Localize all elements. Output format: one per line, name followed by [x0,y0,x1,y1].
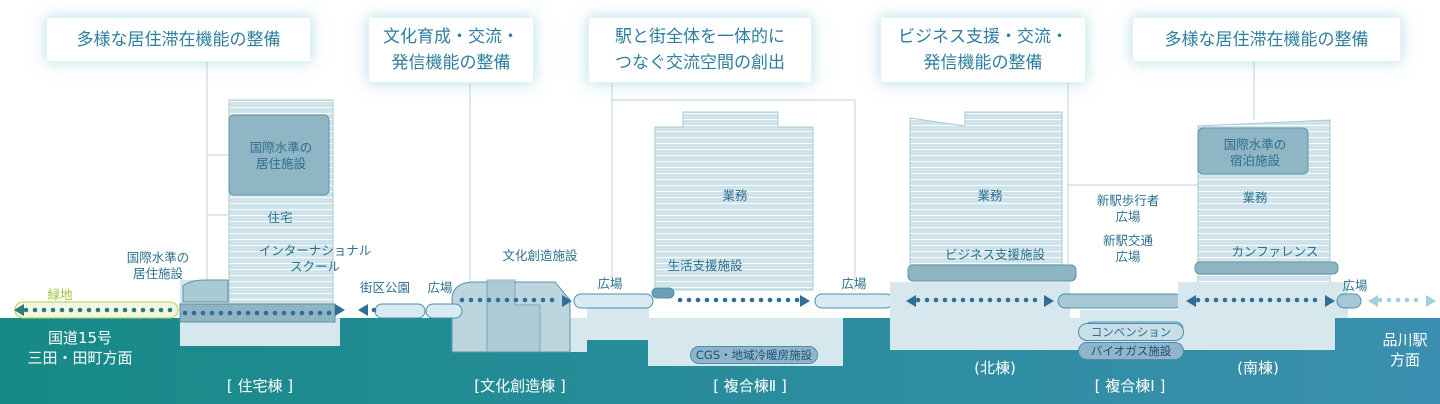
label-residential-building: [ 住宅棟 ] [226,377,294,395]
callout-culture: 文化育成・交流・ 発信機能の整備 [368,17,534,83]
label-culture-facility: 文化創造施設 [502,248,578,263]
callout-exchange-space: 駅と街全体を一体的に つなぐ交流空間の創出 [588,17,812,83]
label-plaza-3: 広場 [841,276,867,291]
label-conference: カンファレンス [1231,244,1319,259]
label-life-support: 生活支援施設 [667,258,743,273]
label-route-right: 品川駅 方面 [1382,331,1428,369]
label-complex-2: [ 複合棟Ⅱ ] [713,377,787,395]
callout-business: ビジネス支援・交流・ 発信機能の整備 [880,17,1086,83]
label-north-wing: (北棟) [974,359,1016,377]
pedestrian-network [23,297,1419,316]
label-traffic-plaza: 新駅交通 広場 [1102,233,1153,264]
label-residence-intl: 国際水準の 居住施設 [249,140,313,171]
label-convention: コンベンション [1078,323,1184,341]
label-residence-low: 国際水準の 居住施設 [126,250,190,281]
label-plaza-1: 広場 [427,280,453,295]
callout-stay: 多様な居住滞在機能の整備 [1132,17,1401,62]
callout-residential: 多様な居住滞在機能の整備 [46,17,311,62]
label-plaza-4: 広場 [1342,278,1368,293]
label-hotel: 国際水準の 宿泊施設 [1223,137,1287,168]
label-business-support: ビジネス支援施設 [944,247,1045,262]
label-international-school: インターナショナル スクール [258,243,372,274]
label-culture-building: [文化創造棟 ] [474,377,566,395]
label-office-2: 業務 [722,188,748,203]
label-park: 街区公園 [359,280,410,295]
label-plaza-2: 広場 [597,276,623,291]
label-green-space: 緑地 [47,287,73,302]
label-pedestrian-plaza: 新駅歩行者 広場 [1096,193,1160,224]
label-south-wing: (南棟) [1237,359,1279,377]
label-complex-1: [ 複合棟Ⅰ ] [1094,377,1166,395]
label-office-south: 業務 [1242,190,1268,205]
label-office-north: 業務 [977,188,1003,203]
label-route-left: 国道15号 三田・田町方面 [27,329,133,367]
label-biogas: バイオガス施設 [1078,342,1184,360]
label-cgs: CGS・地域冷暖房施設 [690,346,818,364]
label-housing: 住宅 [267,210,293,225]
